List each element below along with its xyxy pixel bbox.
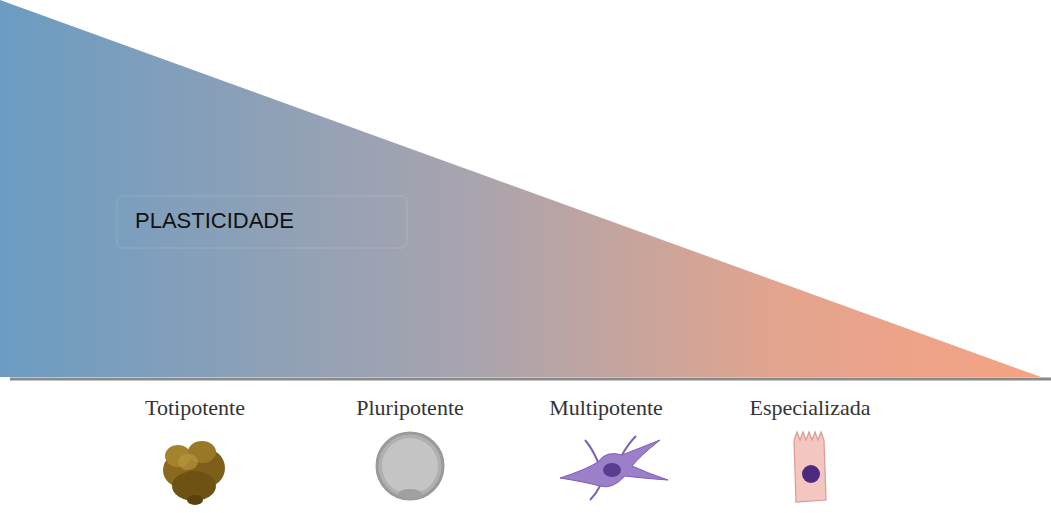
potency-label: Pluripotente bbox=[356, 395, 464, 421]
baseline bbox=[10, 378, 1051, 381]
potency-label: Totipotente bbox=[145, 395, 245, 421]
triangle-shape bbox=[0, 0, 1051, 377]
axis-title: PLASTICIDADE bbox=[135, 208, 294, 234]
plasticity-triangle: PLASTICIDADE bbox=[0, 0, 1051, 377]
specialized-cell-icon bbox=[794, 432, 826, 502]
blastocyst-icon bbox=[377, 433, 443, 499]
potency-label: Multipotente bbox=[549, 395, 663, 421]
stem-cell-icon bbox=[560, 436, 668, 500]
morula-icon bbox=[163, 441, 225, 505]
potency-label: Especializada bbox=[750, 395, 871, 421]
